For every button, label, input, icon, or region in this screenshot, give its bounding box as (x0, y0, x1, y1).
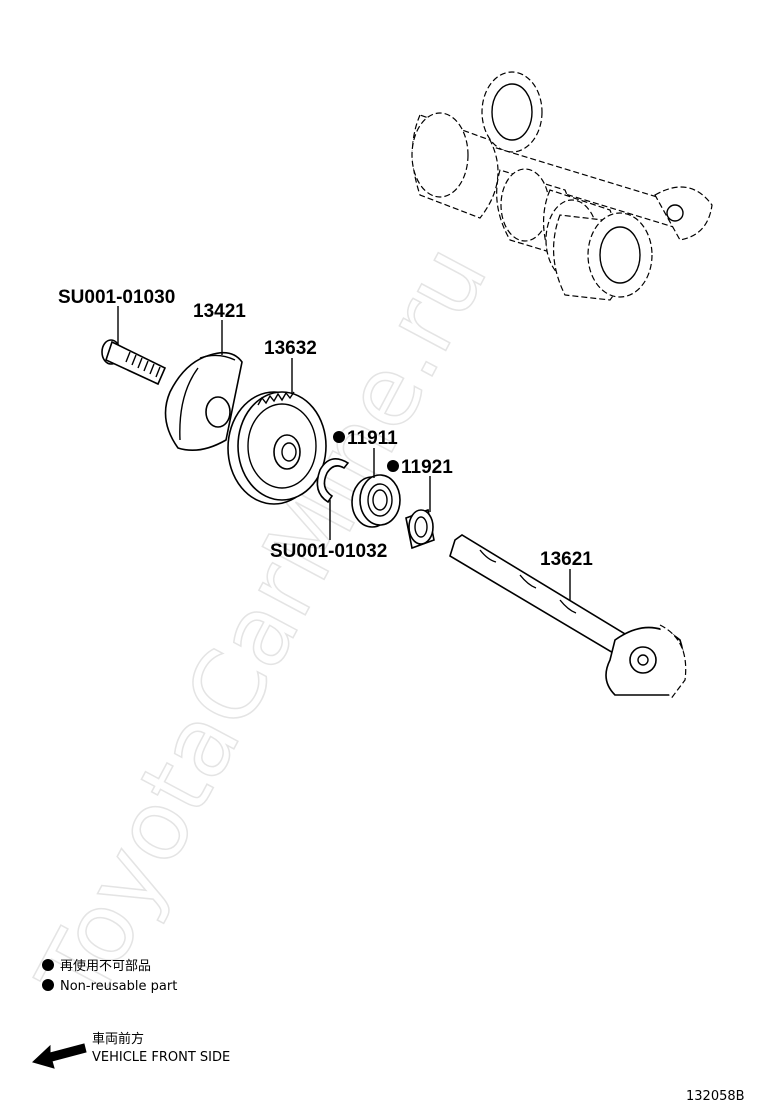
snap-ring-part (316, 458, 350, 504)
legend: 再使用不可部品 Non-reusable part (42, 958, 177, 994)
bolt-part (101, 339, 167, 386)
shaft-part (449, 534, 687, 701)
label-gear: 13632 (264, 338, 317, 359)
legend-dot-jp (42, 959, 54, 971)
front-en: VEHICLE FRONT SIDE (92, 1050, 230, 1065)
label-bolt: SU001-01030 (58, 287, 175, 308)
bushing-part (405, 508, 435, 550)
watermark: ToyotaCarMine.ru (16, 228, 509, 1022)
bearing-part (351, 474, 401, 528)
gear-part (227, 391, 327, 505)
cover-part (164, 351, 243, 451)
non-reusable-dot-bearing (333, 431, 345, 443)
front-arrow-icon (32, 1043, 87, 1069)
front-jp: 車両前方 (92, 1031, 144, 1047)
label-bushing: 11921 (401, 457, 453, 478)
legend-en: Non-reusable part (60, 979, 177, 994)
leader-lines (117, 306, 571, 600)
label-cover: 13421 (193, 301, 246, 322)
legend-jp: 再使用不可部品 (60, 958, 151, 974)
label-snap-ring: SU001-01032 (270, 541, 387, 562)
crankshaft-illustration (411, 71, 713, 301)
figure-code: 132058B (686, 1089, 745, 1104)
non-reusable-dot-bushing (387, 460, 399, 472)
label-shaft: 13621 (540, 549, 593, 570)
legend-dot-en (42, 979, 54, 991)
label-bearing: 11911 (347, 428, 398, 449)
front-direction: 車両前方 VEHICLE FRONT SIDE (32, 1031, 230, 1069)
